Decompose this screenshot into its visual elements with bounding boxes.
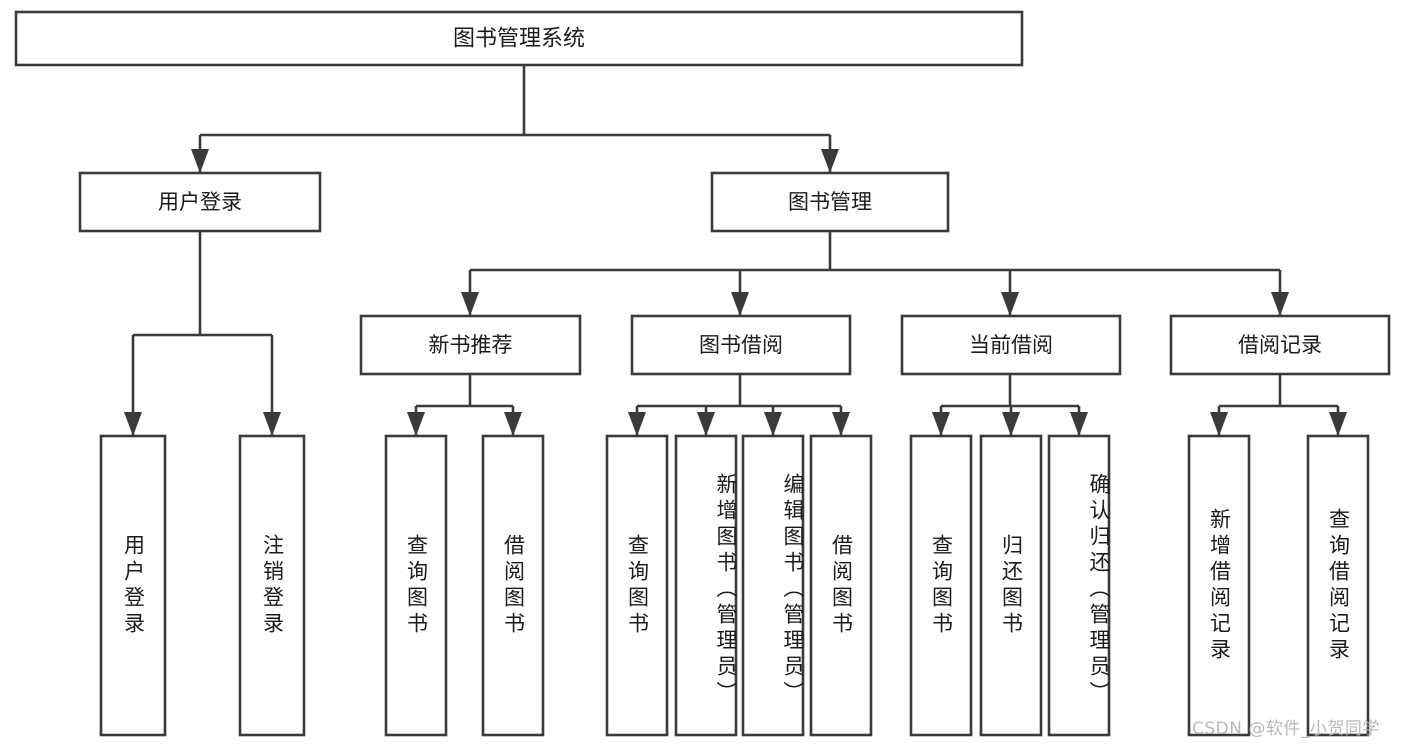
arrow-head-icon [628,412,646,436]
arrow-head-icon [124,412,142,436]
arrow-head-icon [1001,292,1019,316]
node-leaf-11-新增借阅记录-rect [1187,434,1251,737]
arrow-head-icon [504,412,522,436]
node-l3-借阅记录-label: 借阅记录 [1238,333,1322,357]
node-leaf-3-借阅图书-rect [481,434,545,737]
node-leaf-3-借阅图书[interactable] [481,434,545,737]
arrow-head-icon [1070,412,1088,436]
arrow-head-icon [821,149,839,173]
node-leaf-1-注销登录[interactable] [238,434,306,737]
node-l3-图书借阅-label: 图书借阅 [699,333,783,357]
node-root-图书管理系统-label: 图书管理系统 [453,27,585,52]
node-leaf-2-查询图书-rect [384,434,448,737]
node-leaf-12-查询借阅记录[interactable] [1306,434,1370,737]
node-leaf-6-编辑图书（管理员）[interactable] [741,434,805,737]
arrow-head-icon [764,412,782,436]
node-leaf-9-归还图书[interactable] [979,434,1043,737]
arrow-head-icon [1329,412,1347,436]
node-leaf-0-用户登录[interactable] [99,434,167,737]
node-l2-用户登录[interactable]: 用户登录 [78,171,322,233]
node-l2-用户登录-label: 用户登录 [158,190,242,214]
node-l3-新书推荐-label: 新书推荐 [429,333,513,357]
node-root-图书管理系统-rect [14,10,1024,67]
arrow-head-icon [832,412,850,436]
node-leaf-8-查询图书-rect [909,434,973,737]
arrow-head-icon [932,412,950,436]
node-leaf-8-查询图书[interactable] [909,434,973,737]
node-l2-图书管理[interactable]: 图书管理 [710,171,950,233]
arrow-head-icon [407,412,425,436]
node-l3-借阅记录[interactable]: 借阅记录 [1169,314,1391,376]
node-l2-用户登录-rect [78,171,322,233]
node-l3-当前借阅[interactable]: 当前借阅 [900,314,1122,376]
node-l3-图书借阅[interactable]: 图书借阅 [630,314,852,376]
node-leaf-9-归还图书-rect [979,434,1043,737]
node-leaf-7-借阅图书[interactable] [809,434,873,737]
node-leaf-4-查询图书[interactable] [605,434,669,737]
node-leaf-5-新增图书（管理员）-rect [674,434,738,737]
node-root-图书管理系统[interactable]: 图书管理系统 [14,10,1024,67]
node-leaf-12-查询借阅记录-rect [1306,434,1370,737]
node-l2-图书管理-label: 图书管理 [788,190,872,214]
node-l3-新书推荐[interactable]: 新书推荐 [359,314,582,376]
arrow-head-icon [731,292,749,316]
node-leaf-5-新增图书（管理员）[interactable] [674,434,738,737]
arrow-head-icon [263,412,281,436]
node-leaf-1-注销登录-rect [238,434,306,737]
arrow-head-icon [1271,292,1289,316]
node-leaf-0-用户登录-rect [99,434,167,737]
node-leaf-4-查询图书-rect [605,434,669,737]
arrow-head-icon [1002,412,1020,436]
node-leaf-7-借阅图书-rect [809,434,873,737]
node-l3-借阅记录-rect [1169,314,1391,376]
node-l2-图书管理-rect [710,171,950,233]
arrow-head-icon [461,292,479,316]
connectors-layer [124,65,1347,436]
node-l3-新书推荐-rect [359,314,582,376]
node-l3-当前借阅-rect [900,314,1122,376]
node-leaf-2-查询图书[interactable] [384,434,448,737]
arrow-head-icon [191,149,209,173]
node-leaf-6-编辑图书（管理员）-rect [741,434,805,737]
node-leaf-10-确认归还（管理员）-rect [1047,434,1111,737]
watermark-text: CSDN @软件_小贺同学 [1192,719,1380,739]
arrow-head-icon [1210,412,1228,436]
arrow-head-icon [697,412,715,436]
node-l3-图书借阅-rect [630,314,852,376]
node-leaf-11-新增借阅记录[interactable] [1187,434,1251,737]
node-l3-当前借阅-label: 当前借阅 [969,333,1053,357]
node-leaf-10-确认归还（管理员）[interactable] [1047,434,1111,737]
